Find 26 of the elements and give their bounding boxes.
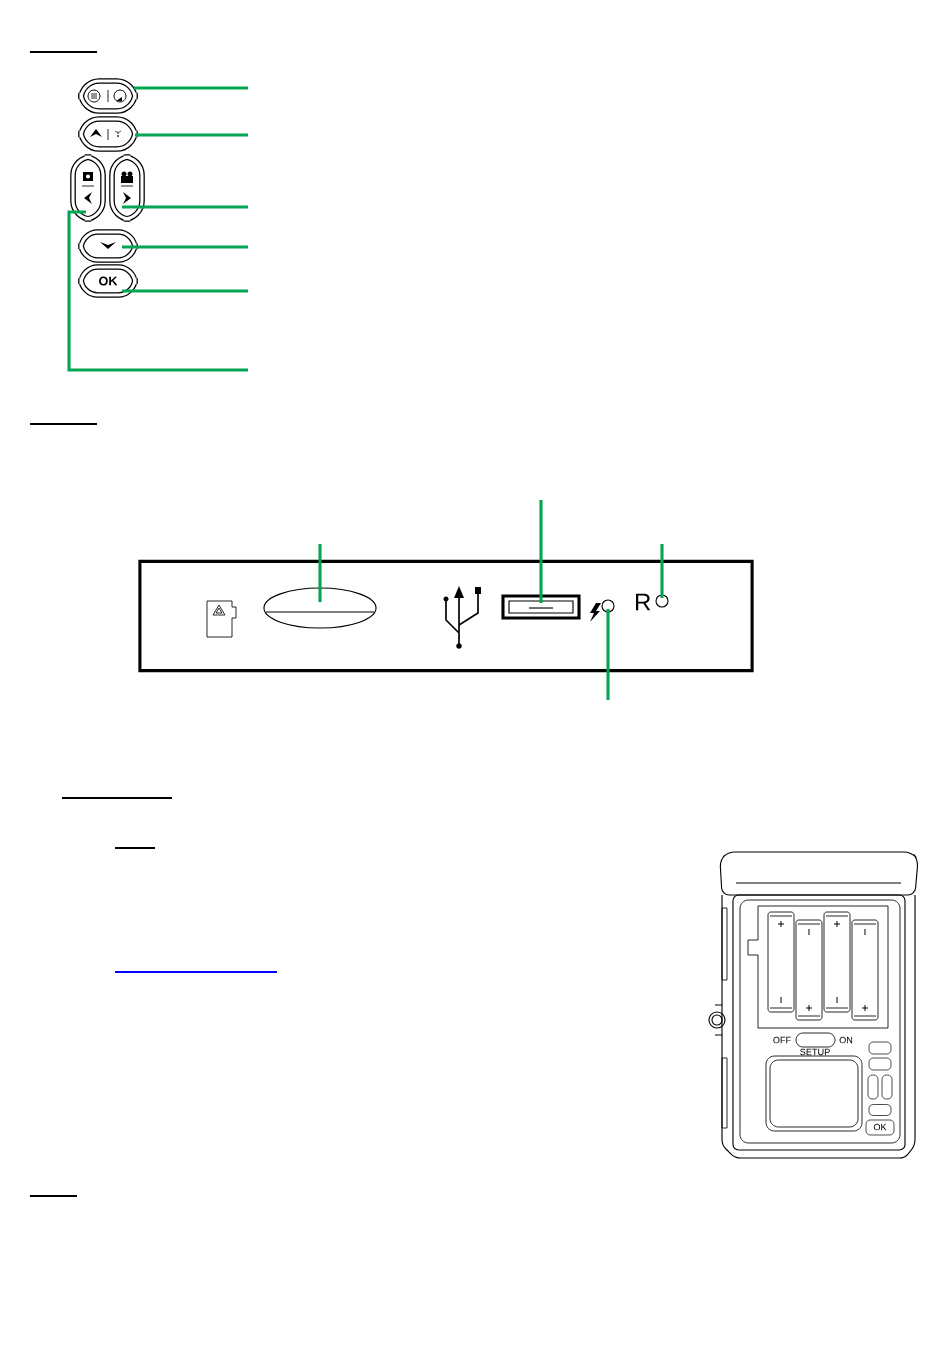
control-button (109, 154, 145, 222)
control-button (78, 229, 138, 263)
usb-port (501, 594, 581, 620)
leader-line (122, 205, 248, 209)
small-text: OK (873, 1123, 887, 1131)
leader-line (122, 289, 248, 293)
leader-line (134, 86, 248, 90)
small-text: SETUP (800, 1048, 830, 1056)
leader-line (135, 133, 248, 137)
leader-line (606, 609, 610, 700)
leader-line (122, 245, 248, 249)
port-panel (138, 559, 754, 673)
small-text: ON (839, 1036, 853, 1044)
leader-line (660, 544, 664, 598)
port-letter: R (636, 593, 651, 611)
small-text: OFF (773, 1036, 791, 1044)
control-button (70, 154, 106, 222)
indicator-hole (655, 594, 669, 608)
control-button: OK (78, 264, 138, 298)
card-slot (263, 587, 377, 629)
control-button (78, 78, 138, 114)
control-button (78, 116, 138, 152)
leader-line (67, 210, 248, 372)
indicator-hole (601, 599, 615, 613)
leader-line (318, 544, 322, 602)
leader-line (539, 500, 543, 603)
